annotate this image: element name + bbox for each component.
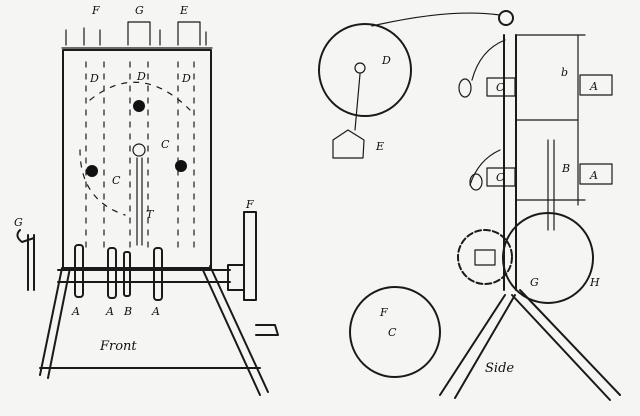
- label-a-top: A: [589, 80, 598, 93]
- label-e: E: [375, 140, 384, 153]
- side-legs: [439, 289, 621, 401]
- block-c-top: [486, 77, 516, 97]
- front-shaft: [57, 269, 231, 283]
- label-d-left: D: [89, 72, 99, 85]
- front-axle: [132, 143, 146, 157]
- label-f-top: F: [91, 4, 100, 17]
- gear-hub: [474, 249, 496, 266]
- side-caption: Side: [485, 361, 514, 376]
- side-hooks: [469, 39, 506, 186]
- gear-wheel: [457, 229, 513, 285]
- label-a1: A: [71, 305, 80, 318]
- label-c-right: C: [161, 138, 170, 151]
- label-g: G: [530, 276, 539, 289]
- label-d-right: D: [181, 72, 191, 85]
- label-b: B: [561, 162, 570, 175]
- label-a-bottom: A: [589, 169, 598, 182]
- label-g-top: G: [135, 4, 144, 17]
- front-hole-top: [133, 100, 145, 112]
- hook-top: [458, 78, 472, 98]
- side-upright: [503, 34, 517, 291]
- wheel-d: [318, 23, 412, 117]
- hook-bottom: [469, 173, 483, 191]
- label-b: B: [123, 305, 132, 318]
- front-wheel-a3: [153, 247, 163, 301]
- pulley: [498, 10, 514, 26]
- label-c-left: C: [112, 174, 121, 187]
- front-wheel-b: [123, 251, 131, 297]
- label-g-crank: G: [14, 216, 23, 229]
- label-e-top: E: [179, 4, 188, 17]
- front-wheel-a1: [74, 244, 84, 298]
- label-d-mid: D: [136, 70, 146, 83]
- front-legs: [39, 265, 269, 396]
- crank-handle-g: [16, 229, 35, 291]
- side-frame: [515, 34, 586, 206]
- label-f-wheel: F: [379, 306, 388, 319]
- block-a-bottom: [579, 163, 613, 185]
- label-b-small: b: [561, 66, 568, 79]
- wheel-d-axle: [354, 62, 366, 74]
- front-rod-t: [136, 157, 143, 246]
- front-caption: Front: [99, 339, 137, 354]
- weight-e: [332, 129, 365, 159]
- front-hole-right: [175, 160, 187, 172]
- front-top-mechanism: [61, 21, 213, 49]
- block-a-top: [579, 74, 613, 96]
- block-c-bottom: [486, 167, 516, 187]
- label-c-wheel: C: [388, 326, 397, 339]
- label-c-bottom: C: [496, 171, 505, 184]
- front-wheel-a2: [107, 247, 117, 299]
- label-a2: A: [105, 305, 114, 318]
- label-d: D: [381, 54, 391, 67]
- label-f: F: [245, 198, 254, 211]
- label-t: T: [146, 208, 155, 221]
- side-rod: [547, 139, 555, 231]
- front-view: F G E D D D C C T G F A A B A Front: [14, 4, 279, 396]
- label-a3: A: [151, 305, 160, 318]
- front-dashed-arcs: [79, 81, 191, 216]
- front-hole-left: [86, 165, 98, 177]
- front-lever-f: [227, 211, 279, 336]
- label-c-top: C: [496, 81, 505, 94]
- front-frame-box: [62, 49, 212, 269]
- wheel-g: [502, 212, 594, 304]
- label-h: H: [589, 276, 600, 289]
- cord: [354, 12, 501, 131]
- wheel-f: [349, 286, 441, 378]
- side-view: D E C C b A B A G H F C Side: [318, 10, 621, 401]
